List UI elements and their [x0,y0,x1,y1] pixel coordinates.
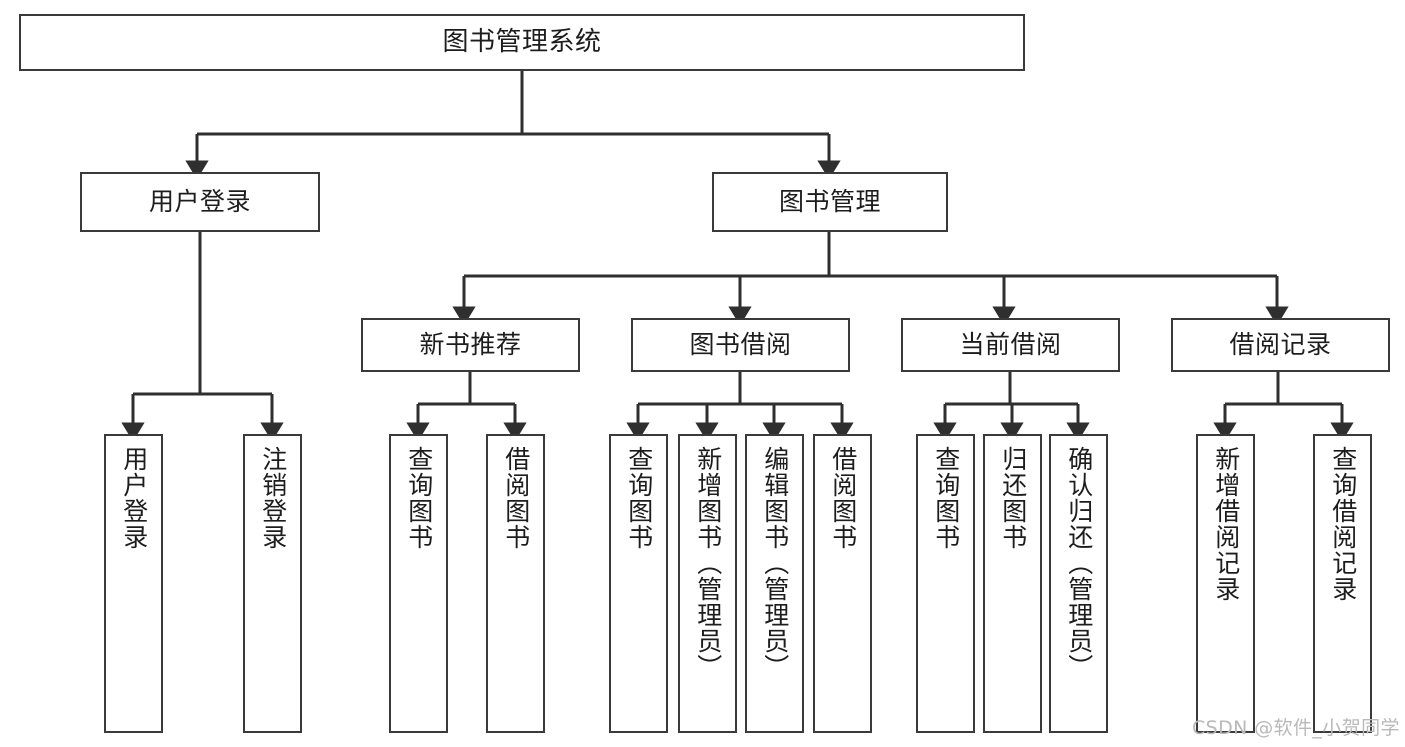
node-label: 查询借阅记录 [1328,446,1358,602]
node-leaf-return-book[interactable]: 归还图书 [983,434,1042,733]
node-leaf-confirm-return-admin[interactable]: 确认归还（管理员） [1049,434,1108,733]
node-label: 借阅图书 [828,446,858,550]
node-label: 查询图书 [931,446,961,550]
node-leaf-user-login[interactable]: 用户登录 [104,434,163,733]
node-label: 归还图书 [998,446,1028,550]
csdn-watermark: CSDN @软件_小贺同学 [1192,717,1400,739]
node-leaf-edit-book-admin[interactable]: 编辑图书（管理员） [745,434,804,733]
node-user-login[interactable]: 用户登录 [80,172,320,232]
node-label: 借阅图书 [501,446,531,550]
node-leaf-borrow-book-recommend[interactable]: 借阅图书 [486,434,545,733]
node-leaf-query-book-current[interactable]: 查询图书 [916,434,975,733]
node-label: 图书管理系统 [442,27,602,58]
node-label: 新增图书（管理员） [693,446,723,680]
node-label: 查询图书 [624,446,654,550]
node-current-borrow[interactable]: 当前借阅 [901,318,1120,372]
node-label: 用户登录 [148,187,251,217]
node-label: 当前借阅 [959,330,1062,360]
node-leaf-query-book-recommend[interactable]: 查询图书 [389,434,448,733]
node-label: 新增借阅记录 [1211,446,1241,602]
node-label: 注销登录 [258,446,288,550]
node-root-book-management-system[interactable]: 图书管理系统 [19,14,1025,71]
node-leaf-add-book-admin[interactable]: 新增图书（管理员） [678,434,737,733]
node-label: 新书推荐 [419,330,522,360]
node-borrow-records[interactable]: 借阅记录 [1171,318,1390,372]
node-label: 查询图书 [404,446,434,550]
node-new-book-recommend[interactable]: 新书推荐 [361,318,580,372]
node-label: 用户登录 [119,446,149,550]
node-leaf-query-borrow-record[interactable]: 查询借阅记录 [1313,434,1372,733]
node-label: 确认归还（管理员） [1064,446,1094,680]
node-book-borrow[interactable]: 图书借阅 [631,318,850,372]
node-label: 借阅记录 [1229,330,1332,360]
node-book-management[interactable]: 图书管理 [712,172,948,232]
node-leaf-borrow-book[interactable]: 借阅图书 [813,434,872,733]
node-leaf-logout[interactable]: 注销登录 [243,434,302,733]
node-leaf-add-borrow-record[interactable]: 新增借阅记录 [1196,434,1255,733]
node-label: 图书管理 [778,187,881,217]
node-label: 编辑图书（管理员） [760,446,790,680]
node-label: 图书借阅 [689,330,792,360]
node-leaf-query-book[interactable]: 查询图书 [609,434,668,733]
